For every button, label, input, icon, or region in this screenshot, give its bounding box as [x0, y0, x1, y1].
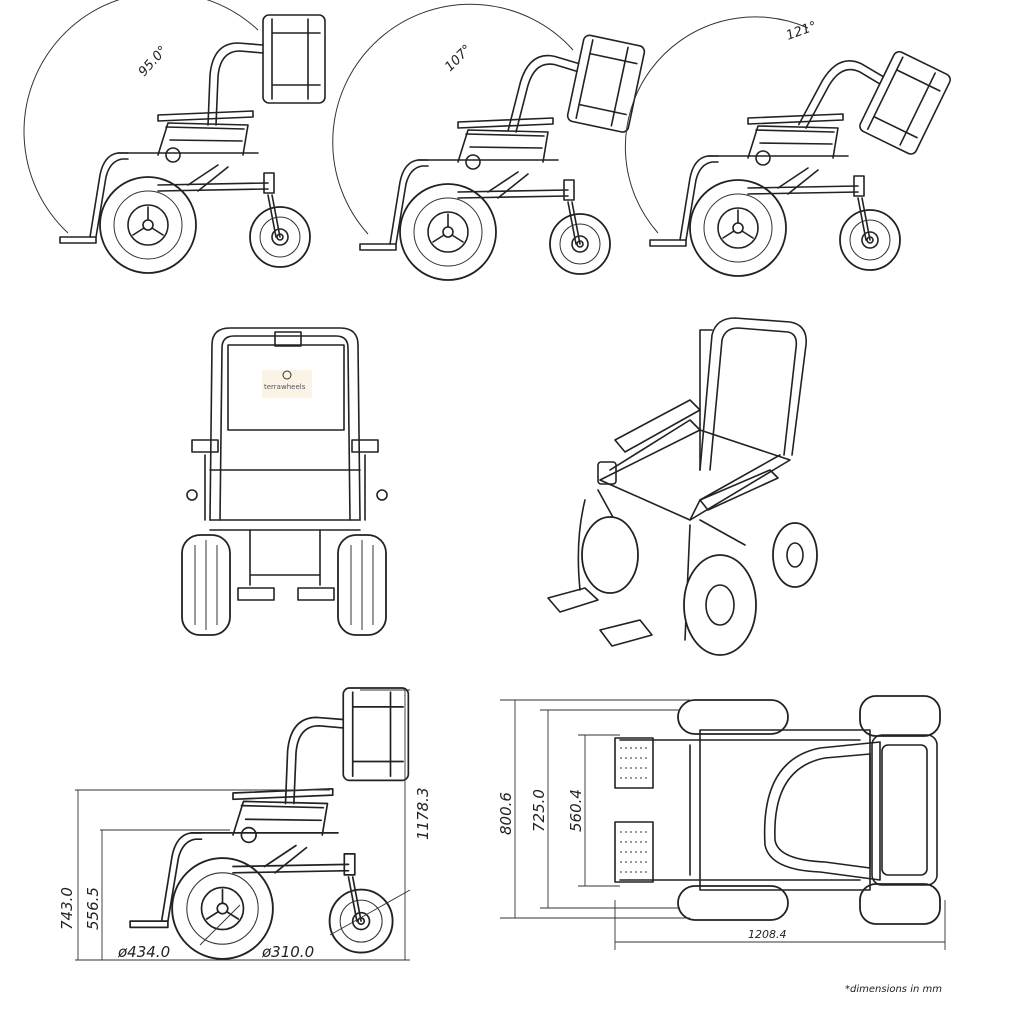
front-view: terrawheels: [181, 327, 388, 636]
overall-width-label: 800.6: [497, 792, 515, 835]
recline-view-107: 107°: [332, 3, 647, 281]
dimensioned-side-view: 743.0 556.5 1178.3 ø434.0 ø310.0: [58, 687, 432, 961]
footrest-width-label: 560.4: [567, 789, 585, 832]
front-wheel-diameter-label: ø310.0: [261, 943, 314, 961]
rear-wheel-diameter-label: ø434.0: [117, 943, 170, 961]
recline-arc: [332, 3, 574, 235]
armrest-height-label: 743.0: [58, 887, 76, 930]
recline-arc: [624, 16, 809, 234]
recline-angle-label: 121°: [784, 19, 819, 44]
recline-angle-label: 95.0°: [136, 43, 171, 79]
seat-height-label: 556.5: [84, 887, 102, 930]
top-view: 800.6 725.0 560.4 1208.4: [497, 695, 946, 950]
brand-logo: terrawheels: [262, 370, 312, 398]
footnote: *dimensions in mm: [845, 984, 942, 995]
recline-arc: [23, 0, 259, 234]
svg-text:terrawheels: terrawheels: [264, 383, 306, 391]
frame-width-label: 725.0: [530, 789, 548, 832]
recline-angle-label: 107°: [442, 42, 475, 75]
overall-height-label: 1178.3: [414, 788, 432, 841]
recline-view-95: 95.0°: [23, 0, 326, 274]
isometric-view: [547, 317, 818, 656]
overall-length-label: 1208.4: [748, 928, 787, 941]
recline-view-121: 121°: [624, 16, 953, 277]
footplate-top: [614, 737, 654, 883]
